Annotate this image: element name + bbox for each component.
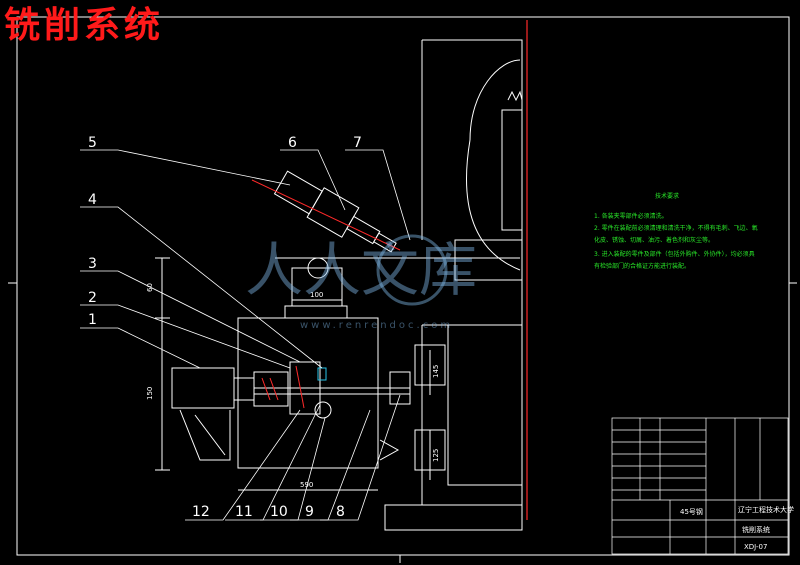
part-label-8: 8 [336,504,345,520]
part-label-4: 4 [88,192,97,208]
dim-125: 125 [432,449,440,462]
tech-line-5: 有检验部门的合格证方能进行装配。 [594,262,690,270]
tech-requirements: 技术要求 1. 各装夹零部件必须清洗。 2. 零件在装配前必须清理和清洗干净，不… [594,192,758,270]
tech-line-3: 化皮、锈蚀、切屑、油污、着色剂和灰尘等。 [594,236,714,244]
bearing-marker [317,367,327,381]
title-name: 铣削系统 [742,525,770,534]
machine-column [379,39,523,531]
part-label-1: 1 [88,312,97,328]
tech-line-2: 2. 零件在装配前必须清理和清洗干净，不得有毛刺、飞边、氧 [594,224,758,232]
title-material: 45号钢 [680,507,703,516]
part-label-7: 7 [353,135,362,151]
part-label-9: 9 [305,504,314,520]
dim-590: 590 [300,481,313,489]
title-code: XDJ-07 [744,543,767,551]
part-label-12: 12 [192,504,210,520]
dim-150: 150 [146,387,154,400]
leader-lines [80,149,411,521]
support-bracket [275,257,520,319]
part-label-3: 3 [88,256,97,272]
part-label-2: 2 [88,290,97,306]
page-title: 铣削系统 [4,4,165,46]
watermark-sub: www.renrendoc.com [300,320,453,331]
dim-145: 145 [432,365,440,378]
tech-heading: 技术要求 [655,192,679,200]
base-assembly [171,317,411,469]
coupling-hatch [261,365,305,409]
dim-60: 60 [146,283,154,292]
part-label-6: 6 [288,135,297,151]
title-org: 辽宁工程技术大学 [738,505,794,514]
title-block [611,417,789,555]
part-label-10: 10 [270,504,288,520]
dim-100: 100 [310,291,323,299]
drawing-border [16,16,790,556]
spindle-head [251,170,401,253]
tech-line-1: 1. 各装夹零部件必须清洗。 [594,212,668,220]
part-label-5: 5 [88,135,97,151]
part-label-11: 11 [235,504,253,520]
watermark-circle [376,234,448,306]
tech-line-4: 3. 进入装配的零件及部件（包括外购件、外协件），均必须具 [594,250,755,258]
watermark-main: 人人文库 [245,236,477,304]
